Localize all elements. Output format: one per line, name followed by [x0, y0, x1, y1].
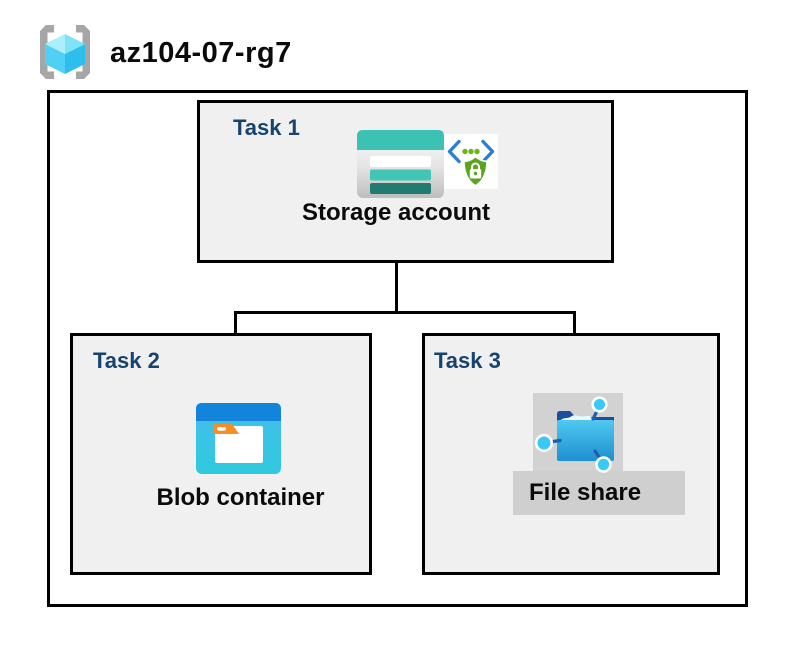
file-share-label-band: File share	[513, 471, 685, 515]
task2-box: Task 2 Blob container	[70, 333, 372, 575]
task2-label: Task 2	[93, 348, 160, 373]
storage-account-icon	[357, 130, 444, 198]
resource-group-brackets-cube-icon	[40, 25, 90, 79]
connector-horizontal	[234, 311, 576, 314]
secure-endpoint-icon	[444, 134, 498, 189]
resource-group-name: az104-07-rg7	[110, 37, 292, 69]
task3-label: Task 3	[434, 348, 501, 373]
file-share-glyph	[534, 396, 614, 473]
storage-account-glyph	[357, 130, 444, 198]
file-share-label: File share	[529, 479, 642, 506]
blob-container-glyph	[196, 403, 281, 474]
code-shield-lock-glyph	[444, 134, 498, 189]
resource-group-icon	[37, 22, 93, 82]
task1-box: Task 1	[197, 100, 614, 263]
task1-label: Task 1	[233, 115, 300, 140]
connector-storage-trunk	[395, 233, 398, 312]
storage-account-label: Storage account	[301, 199, 491, 226]
task3-box: Task 3 File share	[422, 333, 720, 575]
blob-container-icon	[196, 403, 281, 474]
blob-container-label: Blob container	[156, 484, 325, 511]
file-share-icon	[533, 393, 623, 473]
